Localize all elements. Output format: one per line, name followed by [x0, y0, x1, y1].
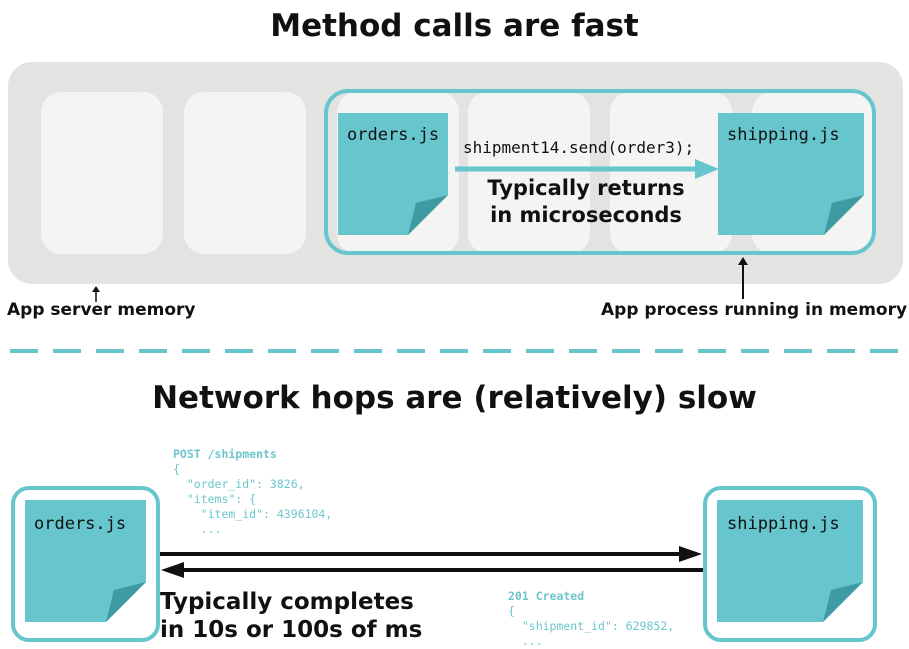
memory-slot [184, 92, 306, 254]
bottom-orders-label: orders.js [34, 514, 127, 534]
request-line: ... [173, 522, 222, 536]
orders-file-note-icon [25, 500, 146, 622]
bottom-shipping-label: shipping.js [727, 514, 840, 534]
section-divider [10, 349, 905, 353]
request-line: "order_id": 3826, [173, 477, 305, 491]
memory-slot [468, 92, 590, 254]
memory-slot [610, 92, 732, 254]
app-process-box [324, 89, 876, 255]
shipping-file-note-icon [718, 113, 864, 235]
shipping-file-note-icon [717, 500, 863, 622]
request-line: "item_id": 4396104, [173, 507, 333, 521]
memory-pointer-arrow [92, 286, 100, 302]
response-line: 201 Created [508, 589, 585, 603]
top-shipping-label: shipping.js [727, 125, 840, 145]
response-payload: 201 Created { "shipment_id": 629852, ... [508, 589, 674, 649]
app-server-memory-label: App server memory [7, 300, 196, 320]
method-call-code: shipment14.send(order3); [463, 138, 695, 157]
response-line: ... [508, 634, 543, 648]
memory-slot [41, 92, 163, 254]
request-payload: POST /shipments { "order_id": 3826, "ite… [173, 447, 332, 537]
response-line: { [508, 604, 515, 618]
network-arrows [160, 546, 703, 578]
request-line: POST /shipments [173, 447, 277, 461]
top-speed-line1: Typically returns [487, 176, 685, 200]
method-call-arrow [455, 159, 719, 179]
process-pointer-arrow [738, 257, 748, 299]
bottom-speed-line2: in 10s or 100s of ms [160, 617, 423, 643]
request-line: { [173, 462, 180, 476]
orders-file-note-icon [338, 113, 448, 235]
app-process-label: App process running in memory [601, 300, 908, 320]
bottom-speed-line1: Typically completes [160, 589, 414, 615]
top-speed-line2: in microseconds [490, 203, 682, 227]
request-line: "items": { [173, 492, 257, 506]
response-line: "shipment_id": 629852, [508, 619, 675, 633]
top-title: Method calls are fast [270, 8, 639, 44]
top-orders-label: orders.js [347, 125, 440, 145]
bottom-title: Network hops are (relatively) slow [152, 380, 757, 416]
